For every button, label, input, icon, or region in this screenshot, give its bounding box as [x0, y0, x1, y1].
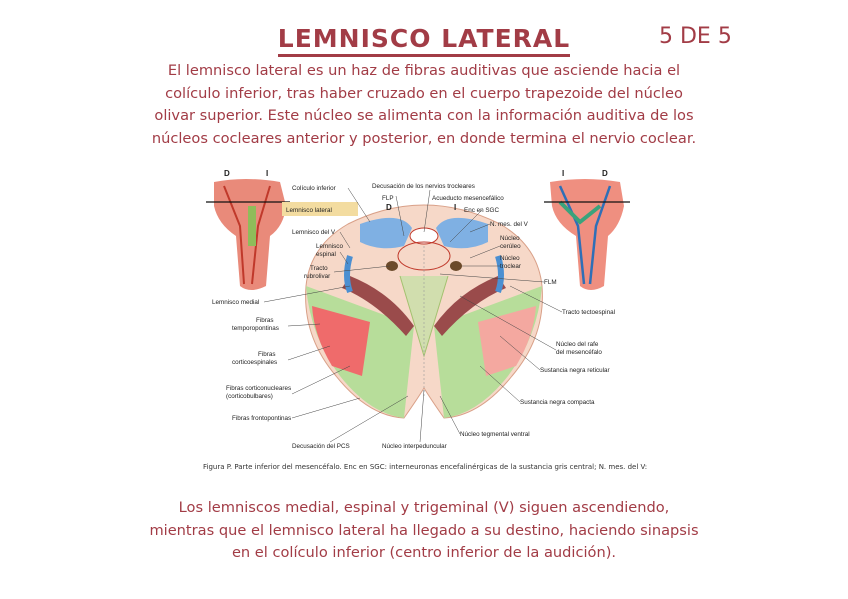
label-nucleo-tegmental: Núcleo tegmental ventral	[460, 431, 530, 438]
outro-paragraph: Los lemniscos medial, espinal y trigemin…	[120, 497, 728, 565]
side-label-i: I	[562, 169, 564, 178]
intro-line: núcleos cocleares anterior y posterior, …	[151, 129, 697, 147]
intro-line: colículo inferior, tras haber cruzado en…	[165, 84, 683, 102]
right-labels: Decusación de los nervios trocleares FLP…	[372, 183, 615, 438]
label-fibras-corticonucleares: (corticobulbares)	[226, 393, 273, 400]
label-nucleo-rafe: Núcleo del rafe	[556, 341, 599, 348]
label-nucleo-interpeduncular: Núcleo interpeduncular	[382, 443, 447, 450]
label-decusacion-pcs: Decusación del PCS	[292, 443, 350, 450]
label-decusacion-trocleares: Decusación de los nervios trocleares	[372, 183, 475, 190]
midbrain-figure: D I I D D I	[200, 166, 648, 456]
label-fibras-temporopontinas: Fibras	[256, 317, 274, 324]
label-fibras-corticoespinales: corticoespinales	[232, 359, 277, 366]
label-nucleo-ceruleo: cerúleo	[500, 243, 521, 250]
label-nucleo-troclear: Núcleo	[500, 255, 520, 262]
label-sustancia-compacta: Sustancia negra compacta	[520, 399, 595, 406]
intro-line: El lemnisco lateral es un haz de fibras …	[167, 62, 681, 79]
label-n-mes-v: N. mes. del V	[490, 221, 529, 228]
midbrain-diagram: D I I D D I	[206, 169, 630, 450]
label-flp: FLP	[382, 195, 394, 202]
page-counter: 5 DE 5	[659, 24, 732, 49]
label-tracto-rubrolivar: Tracto	[310, 265, 328, 272]
label-fibras-corticoespinales: Fibras	[258, 351, 276, 358]
label-nucleo-rafe: del mesencéfalo	[556, 349, 602, 356]
lemnisco-lateral-highlight	[282, 202, 358, 216]
label-fibras-frontopontinas: Fibras frontopontinas	[232, 415, 291, 422]
side-label-d: D	[386, 203, 392, 212]
label-lemnisco-espinal: espinal	[316, 251, 336, 258]
label-lemnisco-medial: Lemnisco medial	[212, 299, 259, 306]
label-nucleo-troclear: troclear	[500, 263, 521, 270]
side-label-i: I	[266, 169, 268, 178]
label-sustancia-reticular: Sustancia negra reticular	[540, 367, 610, 374]
outro-line: mientras que el lemnisco lateral ha lleg…	[149, 521, 699, 539]
label-lemnisco-v: Lemnisco del V	[292, 229, 336, 236]
figure-caption: Figura P. Parte inferior del mesencéfalo…	[203, 463, 648, 471]
outro-line: en el colículo inferior (centro inferior…	[231, 544, 617, 561]
label-coliculo-inferior: Colículo inferior	[292, 185, 336, 192]
leader-lines	[263, 187, 563, 443]
label-fibras-corticonucleares: Fibras corticonucleares	[226, 385, 291, 392]
intro-line: olivar superior. Este núcleo se alimenta…	[154, 107, 694, 124]
left-labels: Colículo inferior Lemnisco lateral Lemni…	[212, 185, 447, 450]
left-brainstem-illustration: D I	[206, 169, 290, 290]
side-label-d: D	[224, 169, 230, 178]
outro-line: Los lemniscos medial, espinal y trigemin…	[178, 499, 670, 516]
side-label-d: D	[602, 169, 608, 178]
label-flm: FLM	[544, 279, 557, 286]
intro-paragraph: El lemnisco lateral es un haz de fibras …	[120, 60, 728, 150]
side-label-i: I	[454, 203, 456, 212]
label-lemnisco-lateral: Lemnisco lateral	[286, 207, 332, 214]
label-acueducto: Acueducto mesencefálico	[432, 195, 504, 202]
label-tracto-tectoespinal: Tracto tectoespinal	[562, 309, 615, 316]
label-tracto-rubrolivar: rubrolivar	[304, 273, 330, 280]
midbrain-section: D I	[305, 203, 543, 419]
label-nucleo-ceruleo: Núcleo	[500, 235, 520, 242]
right-brainstem-illustration: I D	[544, 169, 630, 290]
label-lemnisco-espinal: Lemnisco	[316, 243, 343, 250]
label-fibras-temporopontinas: temporopontinas	[232, 325, 279, 332]
page-title: LEMNISCO LATERAL	[0, 24, 848, 57]
